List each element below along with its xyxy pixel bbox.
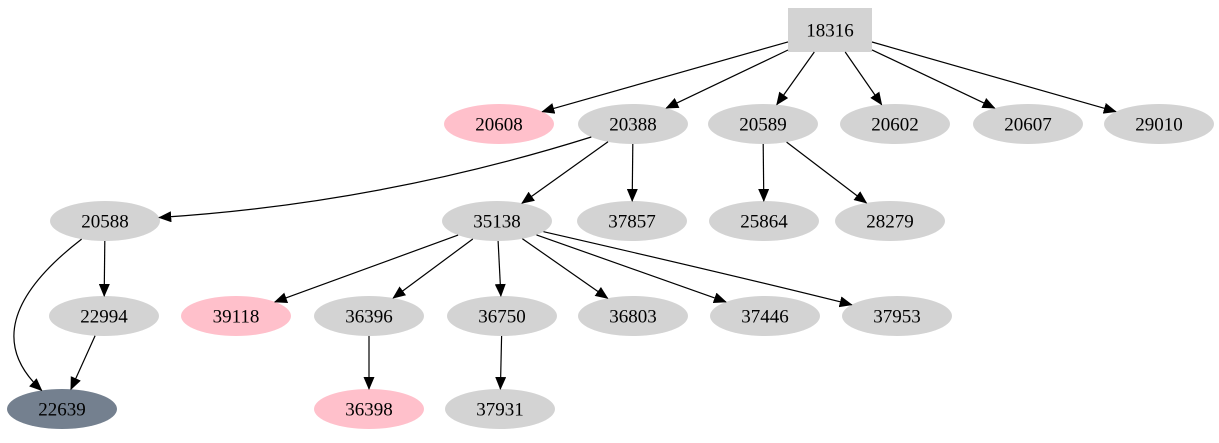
node-20607: 20607 <box>973 104 1083 144</box>
node-ellipse-shape <box>842 296 952 336</box>
node-ellipse-shape <box>444 104 554 144</box>
node-36750: 36750 <box>447 296 557 336</box>
node-20588: 20588 <box>50 201 160 241</box>
node-ellipse-shape <box>835 201 945 241</box>
edge-18316-20388 <box>665 49 789 109</box>
edge-18316-20607 <box>871 49 996 109</box>
edge-35138-37446 <box>536 234 727 304</box>
node-label: 35138 <box>473 212 521 233</box>
node-ellipse-shape <box>314 389 424 429</box>
node-ellipse-shape <box>442 201 552 241</box>
node-ellipse-shape <box>50 201 160 241</box>
node-20608: 20608 <box>444 104 554 144</box>
node-label: 25864 <box>740 212 788 233</box>
edge-36750-37931 <box>495 335 507 390</box>
node-label: 36750 <box>478 307 526 328</box>
edge-20388-35138 <box>521 141 609 204</box>
node-label: 28279 <box>866 212 914 233</box>
edge-20589-28279 <box>786 141 868 204</box>
node-ellipse-shape <box>1104 104 1214 144</box>
node-ellipse-shape <box>578 296 688 336</box>
node-20602: 20602 <box>840 104 950 144</box>
node-25864: 25864 <box>709 201 819 241</box>
edge-35138-39118 <box>273 234 459 303</box>
node-ellipse-shape <box>577 201 687 241</box>
node-28279: 28279 <box>835 201 945 241</box>
node-ellipse-shape <box>973 104 1083 144</box>
edge-22994-22639 <box>70 335 96 391</box>
node-ellipse-shape <box>840 104 950 144</box>
node-36398: 36398 <box>314 389 424 429</box>
node-37446: 37446 <box>710 296 820 336</box>
node-20589: 20589 <box>708 104 818 144</box>
node-label: 36803 <box>609 307 657 328</box>
edge-35138-37953 <box>543 231 853 308</box>
node-label: 29010 <box>1135 115 1183 136</box>
node-ellipse-shape <box>314 296 424 336</box>
node-label: 37931 <box>476 400 524 421</box>
node-label: 20589 <box>739 115 787 136</box>
node-label: 20388 <box>609 115 657 136</box>
edge-35138-36750 <box>494 240 506 297</box>
node-20388: 20388 <box>578 104 688 144</box>
nodes-layer: 18316 20608 20388 20589 20602 20607 29010 20588… <box>7 8 1214 429</box>
edge-20588-22639 <box>13 238 82 392</box>
node-label: 20607 <box>1004 115 1052 136</box>
node-label: 37446 <box>741 307 789 328</box>
node-label: 36396 <box>345 307 393 328</box>
node-label: 20602 <box>871 115 919 136</box>
node-label: 18316 <box>806 21 854 42</box>
node-ellipse-shape <box>181 296 291 336</box>
node-label: 20608 <box>475 115 523 136</box>
edge-20589-25864 <box>758 143 770 202</box>
node-37931: 37931 <box>445 389 555 429</box>
node-ellipse-shape <box>710 296 820 336</box>
node-ellipse-shape <box>708 104 818 144</box>
edge-18316-20589 <box>776 51 815 106</box>
node-ellipse-shape <box>578 104 688 144</box>
node-box-shape <box>788 8 872 52</box>
node-label: 37857 <box>608 212 656 233</box>
node-label: 37953 <box>873 307 921 328</box>
edge-35138-36396 <box>392 238 474 299</box>
node-29010: 29010 <box>1104 104 1214 144</box>
edge-20388-20588 <box>158 136 592 223</box>
node-label: 20588 <box>81 212 129 233</box>
node-label: 39118 <box>213 307 260 328</box>
node-label: 22639 <box>38 400 86 421</box>
node-39118: 39118 <box>181 296 291 336</box>
node-ellipse-shape <box>7 389 117 429</box>
edge-35138-36803 <box>522 238 609 299</box>
node-36396: 36396 <box>314 296 424 336</box>
edge-20388-37857 <box>626 143 638 202</box>
node-label: 22994 <box>80 307 128 328</box>
edge-18316-20602 <box>844 51 883 106</box>
edge-18316-29010 <box>871 41 1117 114</box>
edges-layer <box>13 41 1117 392</box>
node-37857: 37857 <box>577 201 687 241</box>
node-ellipse-shape <box>445 389 555 429</box>
node-ellipse-shape <box>49 296 159 336</box>
node-35138: 35138 <box>442 201 552 241</box>
node-22994: 22994 <box>49 296 159 336</box>
node-22639: 22639 <box>7 389 117 429</box>
node-label: 36398 <box>345 400 393 421</box>
edge-18316-20608 <box>541 41 789 114</box>
node-36803: 36803 <box>578 296 688 336</box>
node-18316: 18316 <box>788 8 872 52</box>
node-ellipse-shape <box>709 201 819 241</box>
edge-20588-22994 <box>98 240 110 297</box>
node-ellipse-shape <box>447 296 557 336</box>
node-37953: 37953 <box>842 296 952 336</box>
